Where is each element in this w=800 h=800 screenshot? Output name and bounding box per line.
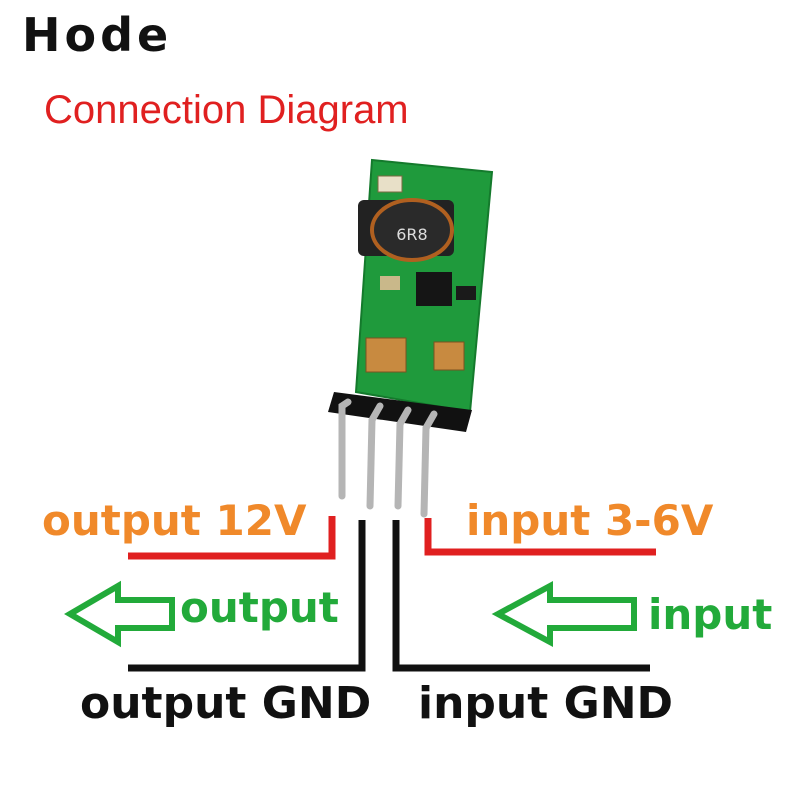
pin-header: [328, 392, 472, 432]
input-voltage-label: input 3-6V: [466, 496, 714, 545]
capacitor-left: [365, 337, 407, 373]
output-gnd-label: output GND: [80, 678, 372, 729]
pin-4: [420, 410, 438, 518]
input-arrow-icon: [491, 580, 637, 648]
page-title: Connection Diagram: [44, 88, 409, 132]
pin-1: [338, 398, 352, 500]
capacitor-right: [433, 341, 465, 371]
input-ground-wire: [392, 520, 650, 672]
dc-dc-module: 6R8: [328, 158, 494, 518]
brand-logo: Hode: [22, 8, 172, 62]
smd-resistor: [380, 276, 400, 290]
inductor-marking: 6R8: [396, 225, 427, 244]
output-ground-wire: [128, 520, 366, 672]
pin-3: [394, 406, 412, 510]
smd-pad: [377, 175, 403, 193]
output-label: output: [180, 583, 339, 632]
output-positive-wire: [128, 516, 336, 560]
output-voltage-label: output 12V: [42, 496, 307, 545]
ic-chip: [416, 272, 452, 306]
smd-component: [456, 286, 476, 300]
input-gnd-label: input GND: [418, 678, 674, 729]
inductor-coil: [370, 198, 454, 262]
pin-2: [366, 402, 384, 510]
input-positive-wire: [424, 518, 656, 556]
inductor-component: 6R8: [358, 198, 454, 262]
brand-name: Hode: [22, 8, 173, 62]
output-arrow-icon: [64, 580, 175, 648]
input-label: input: [648, 590, 773, 639]
